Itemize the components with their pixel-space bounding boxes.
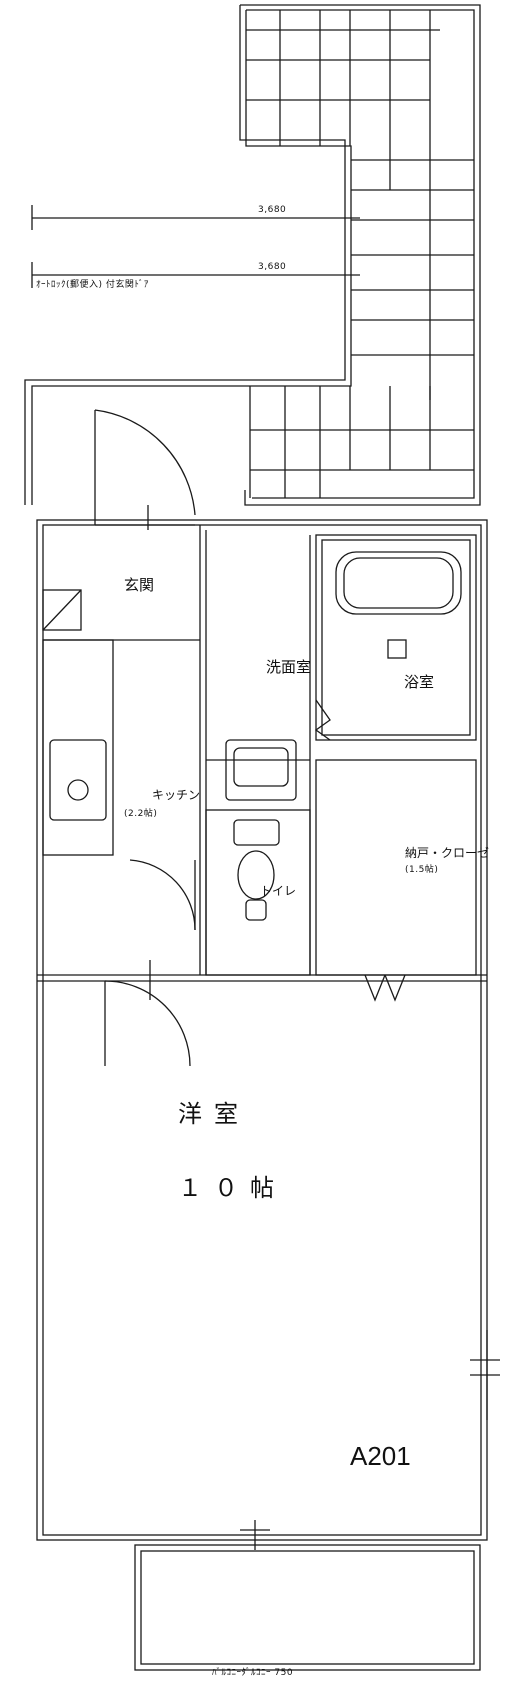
room-storage: 納戸・クローゼ — [405, 846, 490, 860]
balcony-note: ﾊﾞﾙｺﾆｰﾀﾞﾙｺﾆｰ 750 — [212, 1668, 294, 1678]
stairwell — [24, 4, 481, 506]
room-storage-size: (1.5帖) — [405, 865, 439, 875]
unit-label: A201 — [350, 1441, 411, 1471]
room-kitchen-size: (2.2帖) — [124, 809, 158, 819]
dimension-lines — [31, 205, 360, 288]
door-note: ｵｰﾄﾛｯｸ(郵便入) 付玄関ﾄﾞｱ — [36, 280, 149, 290]
dimension-lower: 3,680 — [258, 262, 287, 272]
room-western: 洋室 — [178, 1100, 250, 1128]
balcony — [134, 1544, 481, 1671]
room-western-size: １０帖 — [178, 1174, 286, 1202]
dimension-upper: 3,680 — [258, 205, 287, 215]
room-entrance: 玄関 — [124, 576, 155, 594]
entrance-door — [94, 409, 196, 530]
room-kitchen: キッチン — [152, 788, 201, 802]
room-washroom: 洗面室 — [266, 658, 312, 676]
unit-walls — [36, 519, 500, 1550]
room-bathroom: 浴室 — [404, 673, 435, 691]
room-toilet: トイレ — [260, 884, 297, 898]
